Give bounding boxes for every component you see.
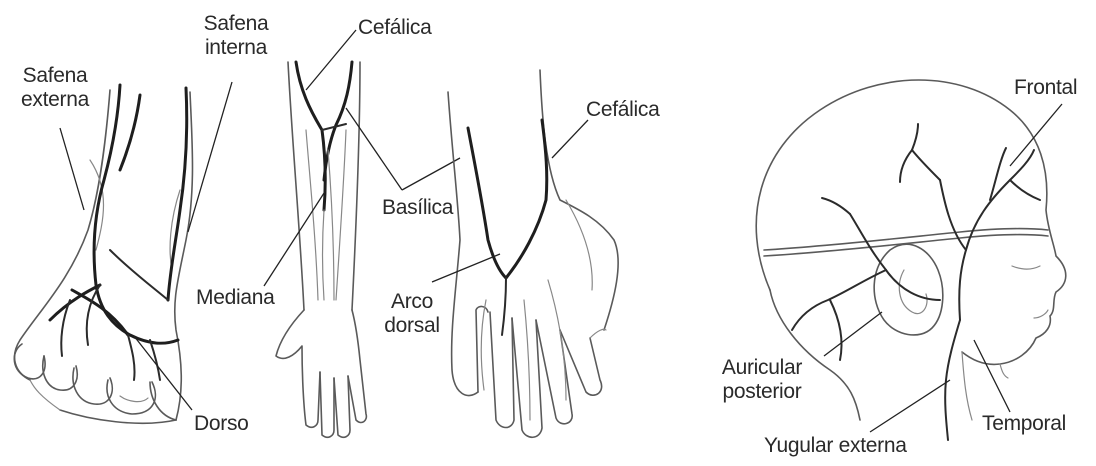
label-safena-interna: Safena interna	[196, 12, 276, 60]
label-basilica: Basílica	[382, 196, 453, 220]
leader-frontal	[1010, 104, 1062, 166]
label-temporal: Temporal	[982, 412, 1066, 436]
label-mediana: Mediana	[196, 286, 274, 310]
leader-basilica-hand	[402, 158, 460, 190]
leader-basilica-arm	[346, 108, 402, 190]
hand-drawing	[448, 70, 618, 437]
label-frontal: Frontal	[1014, 76, 1077, 100]
leader-safena-externa	[60, 128, 84, 210]
leader-yugular	[870, 380, 950, 432]
label-cefalica-hand: Cefálica	[586, 98, 659, 122]
label-yugular-externa: Yugular externa	[764, 434, 907, 458]
leader-temporal	[974, 340, 1010, 412]
label-cefalica-arm: Cefálica	[358, 16, 431, 40]
label-safena-externa: Safena externa	[20, 64, 90, 112]
leader-cefalica-hand	[552, 120, 588, 158]
foot-drawing	[14, 85, 192, 423]
label-auricular-posterior: Auricular posterior	[712, 356, 812, 404]
leader-safena-interna	[188, 82, 232, 232]
label-dorso: Dorso	[194, 412, 249, 436]
leader-dorso	[134, 336, 192, 410]
leader-arco-dorsal	[432, 254, 500, 282]
leader-auricular	[824, 312, 882, 356]
label-arco-dorsal: Arco dorsal	[380, 290, 444, 338]
